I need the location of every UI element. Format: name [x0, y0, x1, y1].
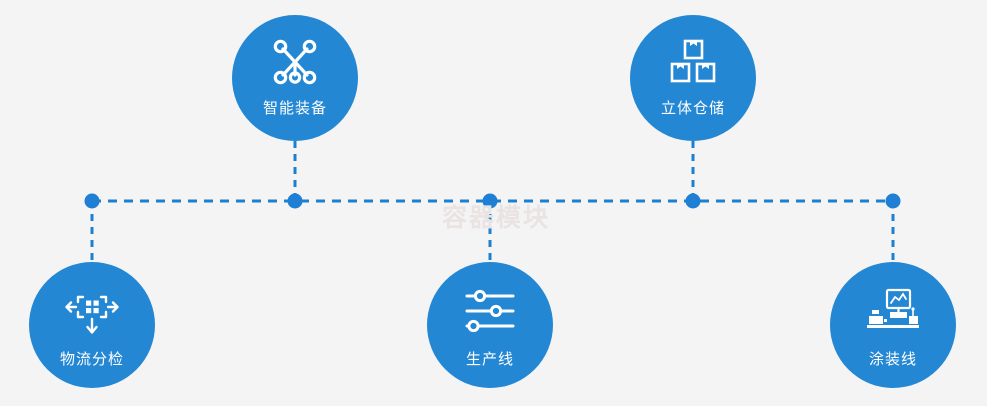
node-painting-line[interactable]: 涂装线 [830, 262, 956, 388]
center-watermark: 容器模块 [441, 204, 550, 232]
junction-dot-intelligent-equipment[interactable] [287, 193, 303, 209]
node-logistics-sorting[interactable]: 物流分检 [29, 262, 155, 388]
junction-dot-production-line[interactable] [482, 193, 498, 209]
node-label: 立体仓储 [660, 100, 725, 117]
node-label: 智能装备 [262, 100, 327, 117]
junction-dot-painting-line[interactable] [885, 193, 901, 209]
stacked-boxes-icon [665, 37, 721, 87]
junction-dot-stereo-warehouse[interactable] [685, 193, 701, 209]
node-intelligent-equipment[interactable]: 智能装备 [232, 15, 358, 141]
sliders-icon [462, 286, 518, 336]
node-label: 涂装线 [868, 351, 917, 368]
node-label: 物流分检 [59, 351, 124, 368]
node-stereo-warehouse[interactable]: 立体仓储 [630, 15, 756, 141]
sorting-arrows-icon [64, 286, 120, 336]
junction-dot-logistics-sorting[interactable] [84, 193, 100, 209]
network-nodes-icon [267, 37, 323, 87]
node-label: 生产线 [465, 351, 514, 368]
factory-monitor-icon [865, 286, 921, 336]
node-production-line[interactable]: 生产线 [427, 262, 553, 388]
